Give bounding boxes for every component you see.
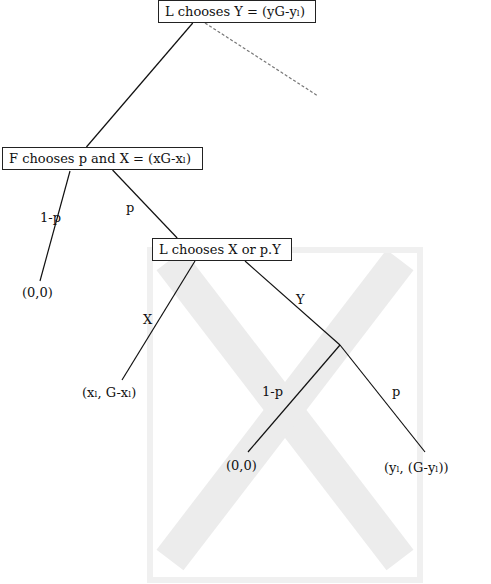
branch-label: X xyxy=(143,312,152,328)
decision-box: L chooses Y = (yG-yₗ) xyxy=(158,0,316,23)
decision-box: L chooses X or p.Y xyxy=(152,238,292,261)
branch-line xyxy=(245,261,340,345)
payoff-label: (0,0) xyxy=(226,458,257,474)
tree-edge xyxy=(86,23,192,147)
branch-line xyxy=(122,261,195,380)
box-text: L chooses Y = (yG-yₗ) xyxy=(159,1,311,22)
branch-line xyxy=(340,345,425,452)
payoff-label: (0,0) xyxy=(22,285,53,301)
branch-label: 1-p xyxy=(40,210,61,226)
tree-edge xyxy=(113,170,178,238)
branch-label: p xyxy=(392,384,400,400)
branch-label: 1-p xyxy=(262,384,283,400)
saltire-watermark xyxy=(170,260,400,560)
dotted-branch xyxy=(205,23,318,96)
box-text: L chooses X or p.Y xyxy=(153,239,287,260)
branch-line xyxy=(40,171,70,281)
branch-label: Y xyxy=(296,292,305,308)
box-text: F chooses p and X = (xG-xₗ) xyxy=(3,148,197,169)
payoff-label: (yₗ, (G-yₗ)) xyxy=(384,460,449,476)
watermark-frame xyxy=(150,250,420,580)
payoff-label: (xₗ, G-xₗ) xyxy=(82,385,136,401)
decision-box: F chooses p and X = (xG-xₗ) xyxy=(2,147,203,170)
branch-line xyxy=(248,345,340,452)
probability-label: p xyxy=(126,200,134,216)
